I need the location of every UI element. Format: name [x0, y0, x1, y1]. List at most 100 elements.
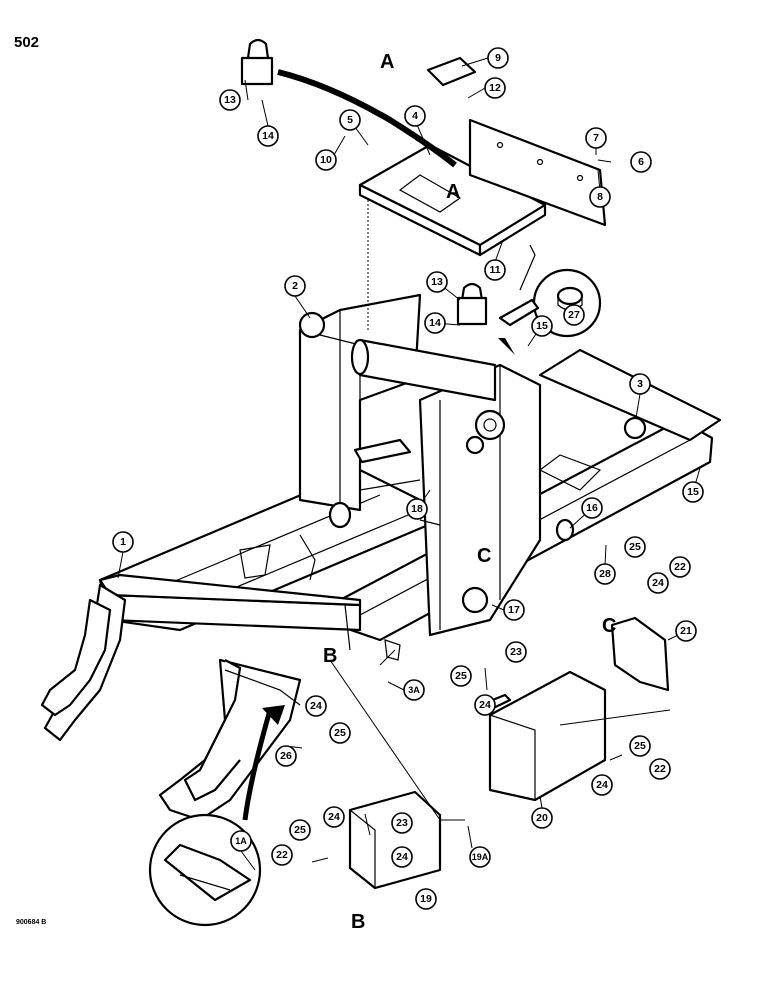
callout-25: 25 [624, 536, 646, 558]
callout-14: 14 [424, 312, 446, 334]
svg-text:24: 24 [396, 851, 408, 863]
callout-27: 27 [563, 304, 585, 326]
svg-text:1A: 1A [235, 836, 247, 846]
callout-20: 20 [531, 807, 553, 829]
callout-14: 14 [257, 125, 279, 147]
callout-2: 2 [284, 275, 306, 297]
svg-text:24: 24 [596, 779, 608, 791]
svg-text:19A: 19A [472, 852, 489, 862]
callout-28: 28 [594, 563, 616, 585]
view-letter-c: C [602, 615, 616, 637]
svg-text:20: 20 [536, 812, 548, 824]
svg-text:7: 7 [593, 132, 599, 144]
svg-text:24: 24 [310, 700, 322, 712]
bushing [623, 416, 647, 440]
svg-text:15: 15 [687, 486, 699, 498]
svg-text:11: 11 [489, 264, 500, 276]
callout-17: 17 [503, 599, 525, 621]
svg-text:24: 24 [479, 699, 491, 711]
callout-6: 6 [630, 151, 652, 173]
view-letter-b: B [351, 911, 365, 933]
svg-text:15: 15 [536, 320, 548, 332]
callout-23: 23 [505, 641, 527, 663]
callout-1a: 1A [230, 830, 252, 852]
callout-24: 24 [323, 806, 345, 828]
callout-7: 7 [585, 127, 607, 149]
figure-code: 900684 B [16, 919, 47, 926]
view-letter-a: A [446, 181, 460, 203]
svg-text:19: 19 [420, 893, 432, 905]
callout-25: 25 [629, 735, 651, 757]
view-letter-a: A [380, 51, 394, 73]
svg-text:2: 2 [292, 280, 298, 292]
svg-text:25: 25 [334, 727, 346, 739]
svg-text:13: 13 [431, 276, 443, 288]
svg-text:14: 14 [262, 130, 274, 142]
lock-cable [277, 69, 457, 168]
callout-24: 24 [305, 695, 327, 717]
svg-text:28: 28 [599, 568, 611, 580]
svg-text:5: 5 [347, 114, 353, 126]
svg-text:12: 12 [489, 82, 501, 94]
callout-13: 13 [219, 89, 241, 111]
svg-text:14: 14 [429, 317, 441, 329]
callout-16: 16 [581, 497, 603, 519]
callout-24: 24 [591, 774, 613, 796]
callout-25: 25 [329, 722, 351, 744]
svg-text:1: 1 [120, 536, 126, 548]
callout-24: 24 [474, 694, 496, 716]
svg-text:25: 25 [629, 541, 641, 553]
svg-text:16: 16 [586, 502, 598, 514]
svg-text:26: 26 [280, 750, 292, 762]
svg-text:8: 8 [597, 191, 603, 203]
svg-text:21: 21 [680, 625, 692, 637]
svg-text:24: 24 [652, 577, 664, 589]
svg-text:24: 24 [328, 811, 340, 823]
seat-bracket [358, 118, 607, 257]
callout-11: 11 [484, 259, 506, 281]
svg-text:17: 17 [508, 604, 520, 616]
callout-22: 22 [271, 844, 293, 866]
callout-22: 22 [669, 556, 691, 578]
callout-19: 19 [415, 888, 437, 910]
svg-text:3A: 3A [408, 685, 420, 695]
callout-24: 24 [647, 572, 669, 594]
latch-plate [426, 56, 477, 87]
page-number: 502 [14, 34, 40, 51]
svg-text:13: 13 [224, 94, 236, 106]
svg-text:18: 18 [411, 503, 423, 515]
padlock-lower [456, 282, 488, 326]
main-frame [40, 293, 722, 822]
callout-15: 15 [682, 481, 704, 503]
bushing [298, 311, 326, 339]
svg-text:25: 25 [455, 670, 467, 682]
dipstick-rod [519, 244, 536, 291]
callout-24: 24 [391, 846, 413, 868]
svg-text:25: 25 [634, 740, 646, 752]
callout-15: 15 [531, 315, 553, 337]
callout-18: 18 [406, 498, 428, 520]
plate-21 [610, 616, 670, 692]
callout-26: 26 [275, 745, 297, 767]
callout-1: 1 [112, 531, 134, 553]
callout-21: 21 [675, 620, 697, 642]
callout-25: 25 [289, 819, 311, 841]
callout-25: 25 [450, 665, 472, 687]
callout-3a: 3A [403, 679, 425, 701]
callout-12: 12 [484, 77, 506, 99]
view-letter-c: C [477, 545, 491, 567]
svg-text:22: 22 [276, 849, 288, 861]
shield-20 [478, 670, 607, 802]
svg-text:23: 23 [510, 646, 522, 658]
callout-5: 5 [339, 109, 361, 131]
svg-text:25: 25 [294, 824, 306, 836]
callout-19a: 19A [469, 846, 491, 868]
callout-23: 23 [391, 812, 413, 834]
svg-text:4: 4 [412, 110, 418, 122]
svg-text:6: 6 [638, 156, 644, 168]
svg-text:22: 22 [674, 561, 686, 573]
svg-text:22: 22 [654, 763, 666, 775]
padlock-upper [240, 38, 274, 86]
svg-text:3: 3 [637, 378, 643, 390]
